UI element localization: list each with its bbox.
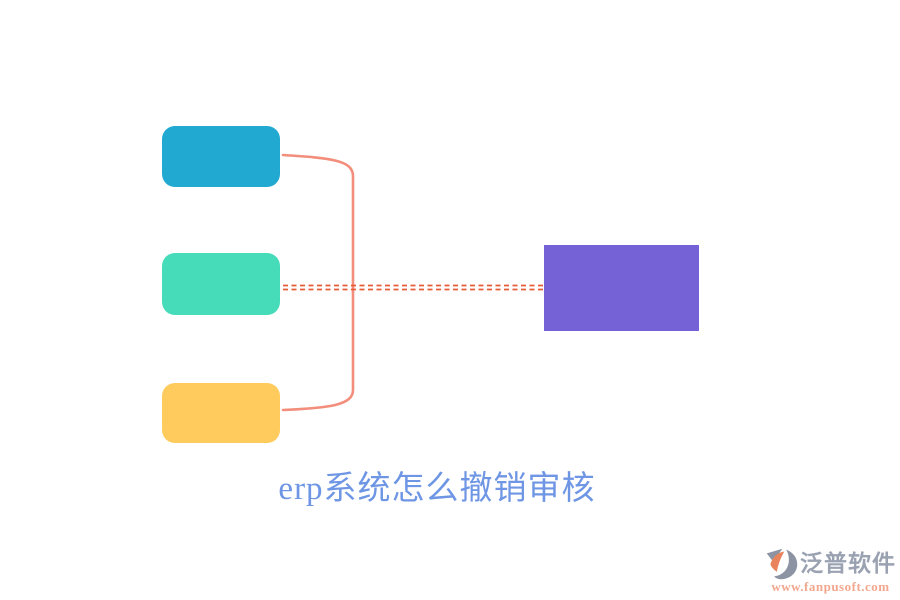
bracket-connector — [281, 153, 355, 412]
logo-swirl — [774, 549, 798, 580]
diagram-node-top — [162, 126, 280, 187]
diagram-node-result — [544, 245, 699, 331]
logo-leaf — [770, 551, 785, 572]
diagram-node-bottom — [162, 383, 280, 443]
watermark: 泛普软件 www.fanpusoft.com — [763, 545, 898, 595]
watermark-url: www.fanpusoft.com — [771, 579, 890, 594]
diagram-node-middle — [162, 253, 280, 315]
fanpu-logo-icon — [766, 548, 798, 580]
page-title: erp系统怎么撤销审核 — [278, 471, 596, 507]
logo-wedge — [766, 548, 783, 562]
watermark-brand: 泛普软件 — [800, 550, 896, 576]
